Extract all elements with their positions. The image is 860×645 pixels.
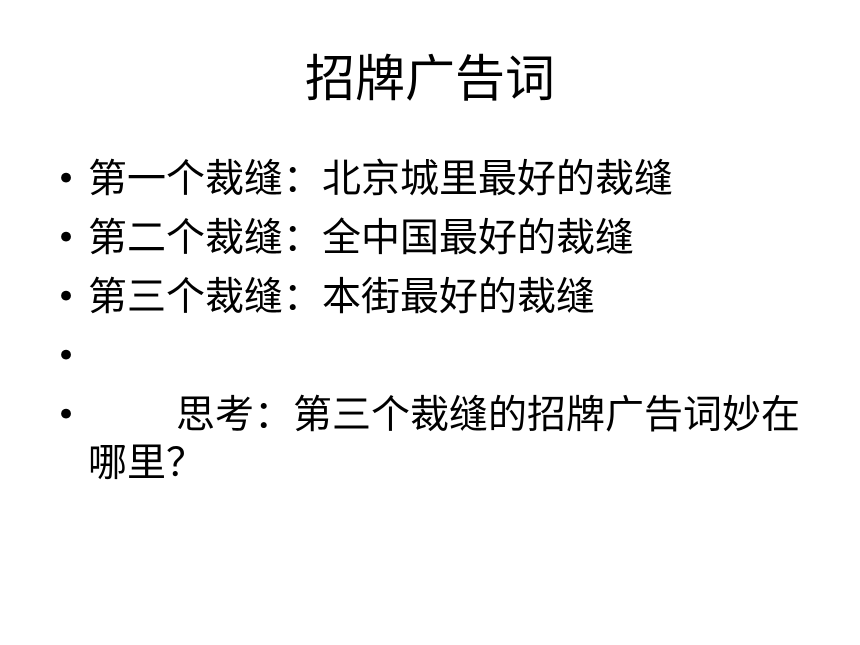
- bullet-item-2: • 第二个裁缝：全中国最好的裁缝: [52, 209, 812, 268]
- bullet-text-question: 思考：第三个裁缝的招牌广告词妙在哪里？: [88, 386, 812, 488]
- bullet-dot-icon: •: [56, 218, 77, 258]
- bullet-text: 第一个裁缝：北京城里最好的裁缝: [88, 157, 674, 202]
- bullet-dot-icon: •: [56, 277, 77, 317]
- question-text: 思考：第三个裁缝的招牌广告词妙在哪里？: [88, 393, 801, 486]
- bullet-item-3: • 第三个裁缝：本街最好的裁缝: [52, 268, 812, 327]
- bullet-item-4-empty: •: [52, 327, 812, 386]
- bullet-dot-icon: •: [56, 159, 77, 199]
- bullet-dot-icon: •: [56, 395, 77, 435]
- slide-title: 招牌广告词: [305, 50, 555, 108]
- bullet-item-1: • 第一个裁缝：北京城里最好的裁缝: [52, 150, 812, 209]
- bullet-item-5: • 思考：第三个裁缝的招牌广告词妙在哪里？: [52, 386, 812, 488]
- bullet-list: • 第一个裁缝：北京城里最好的裁缝 • 第二个裁缝：全中国最好的裁缝 • 第三个…: [52, 150, 812, 488]
- bullet-text: 第二个裁缝：全中国最好的裁缝: [88, 216, 635, 261]
- bullet-dot-icon: •: [56, 336, 77, 376]
- bullet-text: 第三个裁缝：本街最好的裁缝: [88, 275, 596, 320]
